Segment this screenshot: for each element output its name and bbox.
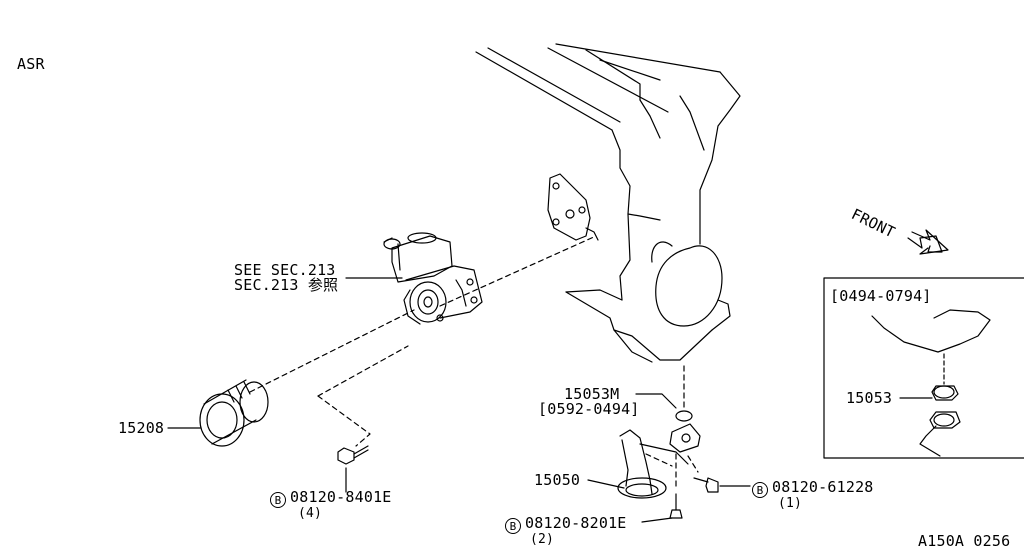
- sec-ref-line2: SEC.213 参照: [234, 276, 339, 294]
- inset-box: [823, 277, 1024, 459]
- bolt-08120-8401e: [337, 445, 369, 465]
- o-ring-15053m: [675, 410, 693, 422]
- bolt-08120-8201e: [669, 493, 683, 519]
- bolt-quantity: (1): [778, 496, 803, 511]
- oil-pump-mount-plate: [547, 173, 599, 241]
- model-code: ASR: [17, 55, 45, 73]
- bolt-part-number: 08120-61228: [772, 478, 874, 496]
- label-strainer: 15050: [534, 471, 581, 489]
- bolt-part-number: 08120-8401E: [290, 488, 392, 506]
- label-o-ring: 15053M: [564, 385, 620, 403]
- oil-pump-assembly: [383, 232, 483, 325]
- bolt-08120-61228: [693, 477, 719, 493]
- label-oil-filter: 15208: [118, 419, 165, 437]
- bolt-type-circle: B: [270, 492, 286, 508]
- front-arrow-icon: [907, 229, 949, 255]
- bolt-type-circle: B: [752, 482, 768, 498]
- bolt-quantity: (4): [298, 506, 323, 521]
- inset-period: [0494-0794]: [830, 287, 932, 305]
- sec-ref-line1: SEE SEC.213: [234, 261, 336, 279]
- bolt-part-number: 08120-8201E: [525, 514, 627, 532]
- leader-lines: [167, 277, 933, 523]
- drawing-code: A150A 0256: [918, 532, 1011, 550]
- oil-filter: [199, 379, 269, 447]
- bolt-quantity: (2): [530, 532, 555, 547]
- assembly-dashed-lines: [249, 235, 699, 491]
- bolt-type-circle: B: [505, 518, 521, 534]
- oil-strainer: [617, 423, 701, 499]
- inset-part-number: 15053: [846, 389, 893, 407]
- label-o-ring-period: [0592-0494]: [538, 400, 640, 418]
- engine-block-outline: [475, 43, 741, 363]
